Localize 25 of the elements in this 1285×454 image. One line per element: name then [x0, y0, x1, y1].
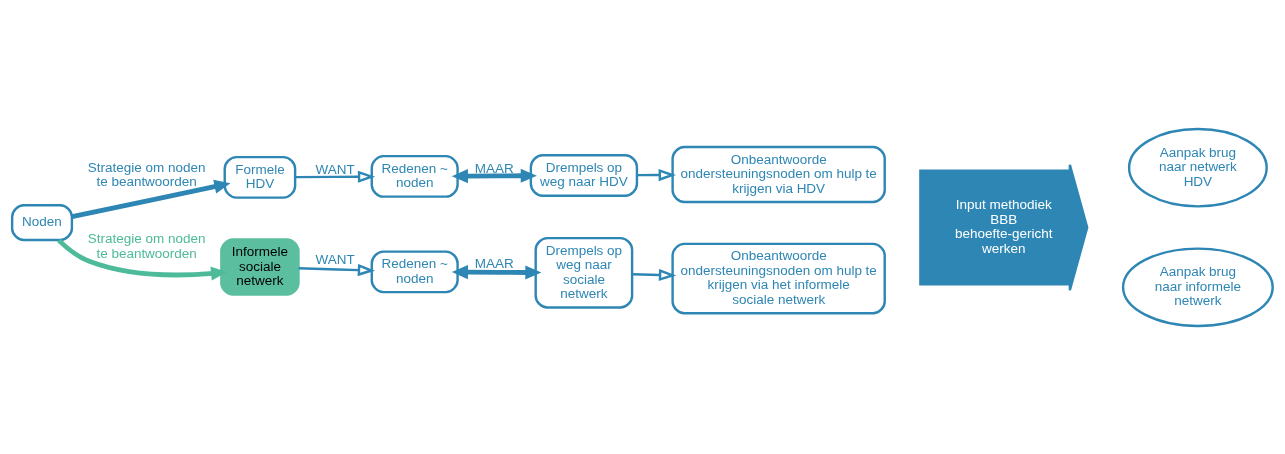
arrow: [298, 263, 376, 276]
edge-label: MAAR: [474, 160, 514, 176]
edge-label: WANT: [315, 251, 355, 267]
node-ellipse: Aanpak brug naar informele netwerk: [1121, 246, 1274, 327]
arrow: [451, 264, 542, 280]
node-box: Drempels op weg naar HDV: [529, 153, 639, 197]
node-box: Onbeantwoorde ondersteuningsnoden om hulp te krijgen via het informele sociale netwerk: [671, 242, 886, 314]
arrow: [71, 179, 231, 219]
node-box: Drempels op weg naar sociale netwerk: [534, 236, 634, 309]
arrow: [637, 168, 676, 181]
node-ellipse: Aanpak brug naar netwerk HDV: [1127, 127, 1268, 208]
edge-label: MAAR: [474, 255, 514, 271]
node-box: Noden: [10, 203, 74, 241]
node-box: Onbeantwoorde ondersteuningsnoden om hulp te krijgen via HDV: [671, 145, 886, 203]
node-box: Redenen ~ noden: [370, 154, 459, 198]
edge-label: Strategie om noden te beantwoorden: [87, 230, 206, 261]
edge-label: Strategie om noden te beantwoorden: [87, 159, 206, 189]
node-box: Redenen ~ noden: [370, 249, 459, 293]
node-box: Informele sociale netwerk: [220, 237, 300, 296]
arrow: [451, 168, 537, 183]
arrow: [632, 268, 677, 281]
node-box: Formele HDV: [223, 155, 297, 199]
edge-label: WANT: [315, 161, 355, 177]
arrow: [295, 170, 376, 183]
arrow: [57, 238, 228, 281]
